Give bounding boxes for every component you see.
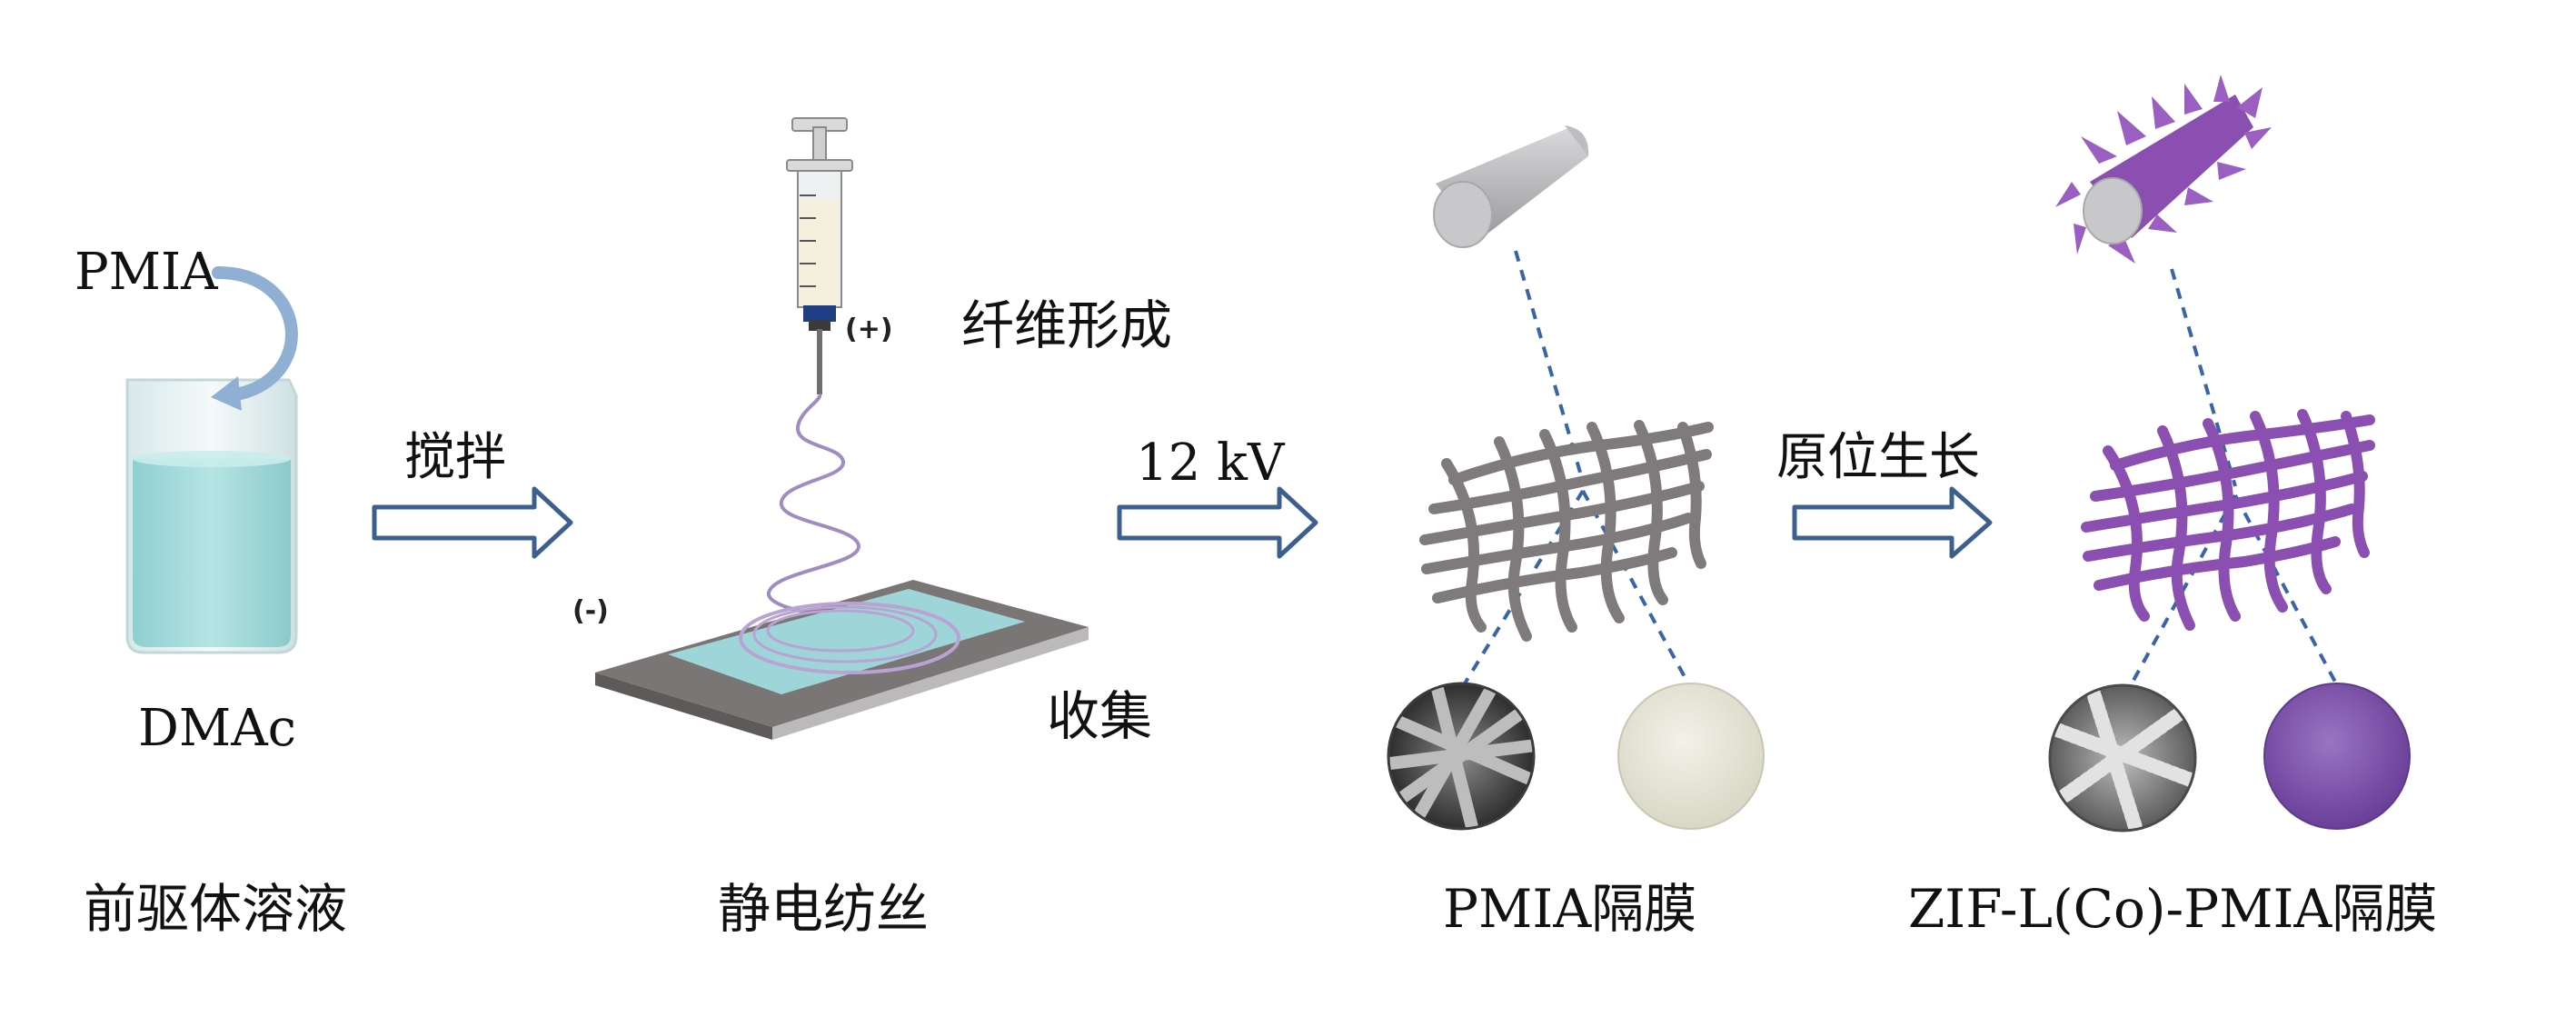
label-in-situ: 原位生长	[1776, 428, 1980, 487]
pmia-dashed-links	[1463, 250, 1690, 685]
pmia-membrane-photo	[1617, 683, 1765, 830]
beaker	[125, 378, 298, 654]
label-electrospin: 静电纺丝	[718, 878, 929, 940]
label-stir: 搅拌	[404, 428, 506, 487]
label-dmac: DMAc	[138, 699, 296, 758]
process-arrow-3	[1792, 486, 1993, 559]
label-voltage: 12 kV	[1136, 434, 1286, 493]
pmia-sem-image	[1387, 682, 1536, 831]
fiber-jet-spiral	[767, 394, 874, 639]
label-precursor: 前驱体溶液	[84, 878, 347, 940]
pour-arrow-head	[211, 376, 242, 411]
label-zif-membrane: ZIF-L(Co)-PMIA隔膜	[1908, 878, 2437, 940]
label-positive: (+)	[845, 314, 893, 345]
label-fiber-form: 纤维形成	[961, 294, 1172, 356]
label-pmia-input: PMIA	[75, 243, 218, 302]
zif-sem-image	[2048, 683, 2197, 833]
pour-arrow	[212, 266, 298, 402]
process-arrow-2	[1117, 486, 1318, 559]
pmia-fiber-rod	[1433, 125, 1589, 248]
process-arrow-1	[372, 486, 573, 559]
zif-fiber-rod	[2055, 75, 2272, 264]
collector-plate	[595, 580, 1089, 740]
label-negative: (-)	[572, 595, 609, 627]
zif-fiber-mesh	[2081, 409, 2375, 631]
label-collect: 收集	[1047, 685, 1152, 747]
label-pmia-membrane: PMIA隔膜	[1443, 878, 1696, 940]
zif-membrane-photo	[2263, 683, 2411, 830]
syringe	[786, 117, 853, 394]
pmia-fiber-mesh	[1419, 420, 1714, 642]
beaker-liquid	[133, 459, 291, 647]
